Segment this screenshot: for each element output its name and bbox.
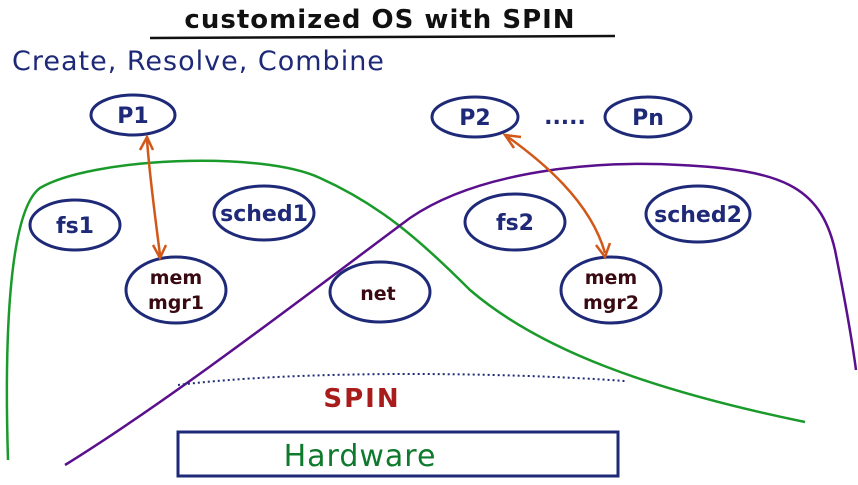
process-p1-ellipse [89,93,177,137]
arrow-p1-head-up [138,134,155,151]
service-net-ellipse [328,260,432,324]
process-ellipsis: ..... [544,105,586,130]
service-memmgr1-line1: mem [150,267,202,289]
service-fs1-ellipse [28,198,122,252]
arrow-p2-memmgr2 [507,135,607,254]
purple-extension-curve [64,162,858,467]
arrow-p1-memmgr1 [145,139,162,256]
service-sched2-label: sched2 [654,203,742,228]
process-pn-label: Pn [632,106,664,131]
service-memmgr2-line2: mgr2 [583,292,639,314]
service-sched2-ellipse [644,184,752,244]
hardware-box [176,430,620,478]
hardware-label: Hardware [284,439,437,474]
service-memmgr1-line2: mgr1 [148,292,204,314]
arrow-p2-head-down [595,242,612,260]
service-sched1-label: sched1 [220,202,308,227]
service-memmgr2-line1: mem [585,267,637,289]
process-p2-label: P2 [459,106,490,131]
service-memmgr2-ellipse [559,255,663,325]
arrow-p1-head-down [151,244,168,261]
title-underline [149,34,616,40]
process-p1-label: P1 [117,104,148,129]
service-fs2-ellipse [463,192,567,252]
spin-label: SPIN [323,384,400,414]
green-extension-curve [5,159,806,461]
service-sched1-ellipse [212,184,316,242]
service-fs1-label: fs1 [56,214,94,239]
arrow-p2-head-up [502,133,522,149]
process-p2-ellipse [430,95,520,139]
process-pn-ellipse [603,95,693,139]
spin-boundary-dotted [177,373,626,386]
diagram-subtitle: Create, Resolve, Combine [12,46,385,77]
service-fs2-label: fs2 [496,211,534,236]
service-memmgr1-ellipse [124,255,228,325]
diagram-title: customized OS with SPIN [184,5,575,35]
service-net-label: net [360,283,396,305]
